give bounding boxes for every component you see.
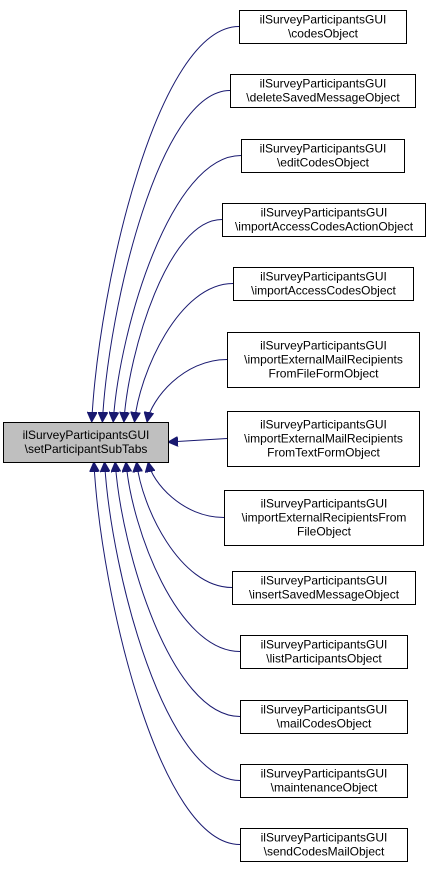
caller-node[interactable]: ilSurveyParticipantsGUI\listParticipants… xyxy=(240,635,408,669)
caller-node-label-line: ilSurveyParticipantsGUI xyxy=(260,270,387,284)
caller-node-label-line: ilSurveyParticipantsGUI xyxy=(260,339,387,353)
caller-node-box xyxy=(230,74,416,108)
call-edge xyxy=(94,463,241,845)
caller-node-label-line: ilSurveyParticipantsGUI xyxy=(261,574,388,588)
caller-node[interactable]: ilSurveyParticipantsGUI\importAccessCode… xyxy=(233,267,414,301)
call-edge xyxy=(169,439,228,443)
caller-node-label-line: ilSurveyParticipantsGUI xyxy=(261,638,388,652)
caller-node-box xyxy=(239,10,407,44)
focus-node-label-line: ilSurveyParticipantsGUI xyxy=(23,428,150,442)
caller-node[interactable]: ilSurveyParticipantsGUI\mailCodesObject xyxy=(240,700,408,734)
caller-node-box xyxy=(240,635,408,669)
caller-node-box xyxy=(241,139,405,173)
caller-node-label-line: ilSurveyParticipantsGUI xyxy=(261,497,388,511)
caller-node[interactable]: ilSurveyParticipantsGUI\codesObject xyxy=(239,10,407,44)
caller-node-label-line: \sendCodesMailObject xyxy=(264,845,385,859)
caller-node-label-line: \mailCodesObject xyxy=(277,717,372,731)
caller-node-label-line: \insertSavedMessageObject xyxy=(249,588,400,602)
caller-node-box xyxy=(222,203,426,237)
caller-node-label-line: ilSurveyParticipantsGUI xyxy=(261,767,388,781)
caller-node[interactable]: ilSurveyParticipantsGUI\deleteSavedMessa… xyxy=(230,74,416,108)
caller-node[interactable]: ilSurveyParticipantsGUI\importAccessCode… xyxy=(222,203,426,237)
caller-node-box xyxy=(240,700,408,734)
caller-node-label-line: \deleteSavedMessageObject xyxy=(246,91,400,105)
caller-node-label-line: ilSurveyParticipantsGUI xyxy=(260,142,387,156)
caller-node-label-line: \editCodesObject xyxy=(277,156,370,170)
call-edge xyxy=(126,463,241,652)
nodes-layer: ilSurveyParticipantsGUI\setParticipantSu… xyxy=(3,10,426,862)
caller-node-label-line: ilSurveyParticipantsGUI xyxy=(261,831,388,845)
caller-node[interactable]: ilSurveyParticipantsGUI\importExternalMa… xyxy=(227,411,420,467)
caller-node-label-line: ilSurveyParticipantsGUI xyxy=(260,13,387,27)
caller-node-label-line: ilSurveyParticipantsGUI xyxy=(260,77,387,91)
caller-node-label-line: \maintenanceObject xyxy=(271,781,378,795)
caller-node[interactable]: ilSurveyParticipantsGUI\importExternalRe… xyxy=(224,490,424,546)
caller-node-box xyxy=(224,490,424,546)
caller-node[interactable]: ilSurveyParticipantsGUI\sendCodesMailObj… xyxy=(240,828,408,862)
caller-node-label-line: ilSurveyParticipantsGUI xyxy=(261,206,388,220)
caller-node-label-line: FromFileFormObject xyxy=(268,367,379,381)
caller-node[interactable]: ilSurveyParticipantsGUI\editCodesObject xyxy=(241,139,405,173)
caller-node[interactable]: ilSurveyParticipantsGUI\maintenanceObjec… xyxy=(240,764,408,798)
caller-node-label-line: \listParticipantsObject xyxy=(266,652,382,666)
caller-node-label-line: FileObject xyxy=(297,525,352,539)
caller-node-box xyxy=(232,571,416,605)
caller-node-label-line: ilSurveyParticipantsGUI xyxy=(261,703,388,717)
focus-node-label-line: \setParticipantSubTabs xyxy=(25,442,148,456)
call-edge xyxy=(92,26,240,422)
caller-node-label-line: \importExternalRecipientsFrom xyxy=(242,511,407,525)
call-edge xyxy=(147,359,228,422)
call-edge xyxy=(105,463,241,781)
caller-node-label-line: \importExternalMailRecipients xyxy=(244,353,403,367)
call-edge xyxy=(148,463,225,518)
caller-node-box xyxy=(227,411,420,467)
call-edge xyxy=(102,90,231,422)
caller-node-label-line: \importAccessCodesActionObject xyxy=(235,220,414,234)
caller-node-box xyxy=(240,828,408,862)
caller-node-label-line: \importAccessCodesObject xyxy=(251,284,396,298)
caller-node-box xyxy=(240,764,408,798)
caller-node-label-line: \importExternalMailRecipients xyxy=(244,432,403,446)
caller-node-box xyxy=(227,332,420,388)
caller-node[interactable]: ilSurveyParticipantsGUI\insertSavedMessa… xyxy=(232,571,416,605)
caller-node[interactable]: ilSurveyParticipantsGUI\importExternalMa… xyxy=(227,332,420,388)
call-edge xyxy=(135,283,234,422)
call-edge xyxy=(113,155,242,422)
focus-node[interactable]: ilSurveyParticipantsGUI\setParticipantSu… xyxy=(3,422,169,463)
call-edge xyxy=(124,219,223,422)
caller-node-label-line: ilSurveyParticipantsGUI xyxy=(260,418,387,432)
call-edge xyxy=(137,463,233,588)
call-edge xyxy=(115,463,241,717)
caller-node-box xyxy=(233,267,414,301)
focus-node-box xyxy=(3,422,169,463)
caller-node-label-line: FromTextFormObject xyxy=(267,446,380,460)
caller-node-label-line: \codesObject xyxy=(288,27,359,41)
edges-layer xyxy=(92,26,242,845)
